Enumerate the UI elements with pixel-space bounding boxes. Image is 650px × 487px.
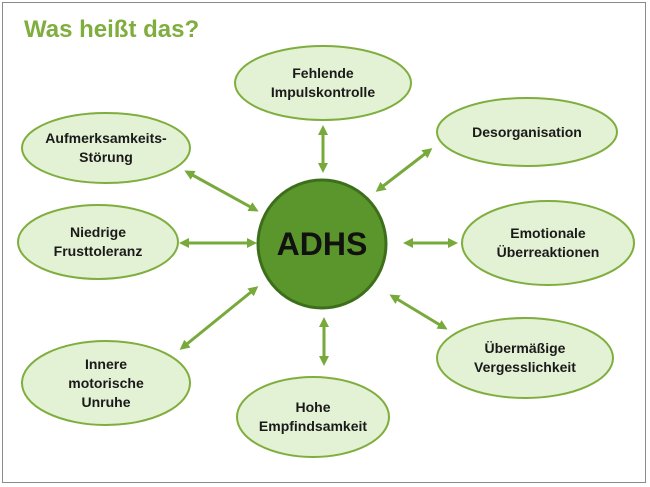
slide-title: Was heißt das?: [24, 16, 200, 43]
arrows: [179, 125, 458, 366]
node-emotionale: [461, 200, 635, 286]
node-impulskontrolle: [234, 45, 412, 121]
node-frusttoleranz: [17, 204, 179, 280]
node-desorganisation: [436, 97, 618, 167]
node-unruhe: [21, 340, 191, 426]
arrow-unruhe: [179, 286, 259, 350]
arrow-aufmerksamkeit: [184, 170, 259, 212]
node-aufmerksamkeit: [21, 112, 191, 184]
arrow-vergesslichkeit: [389, 294, 448, 330]
slide-frame: [2, 2, 646, 483]
center-node-adhs: [256, 178, 388, 310]
arrow-desorganisation: [375, 148, 433, 192]
node-empfindsamkeit: [236, 376, 390, 458]
node-vergesslichkeit: [436, 317, 614, 399]
nodes: [17, 45, 635, 458]
